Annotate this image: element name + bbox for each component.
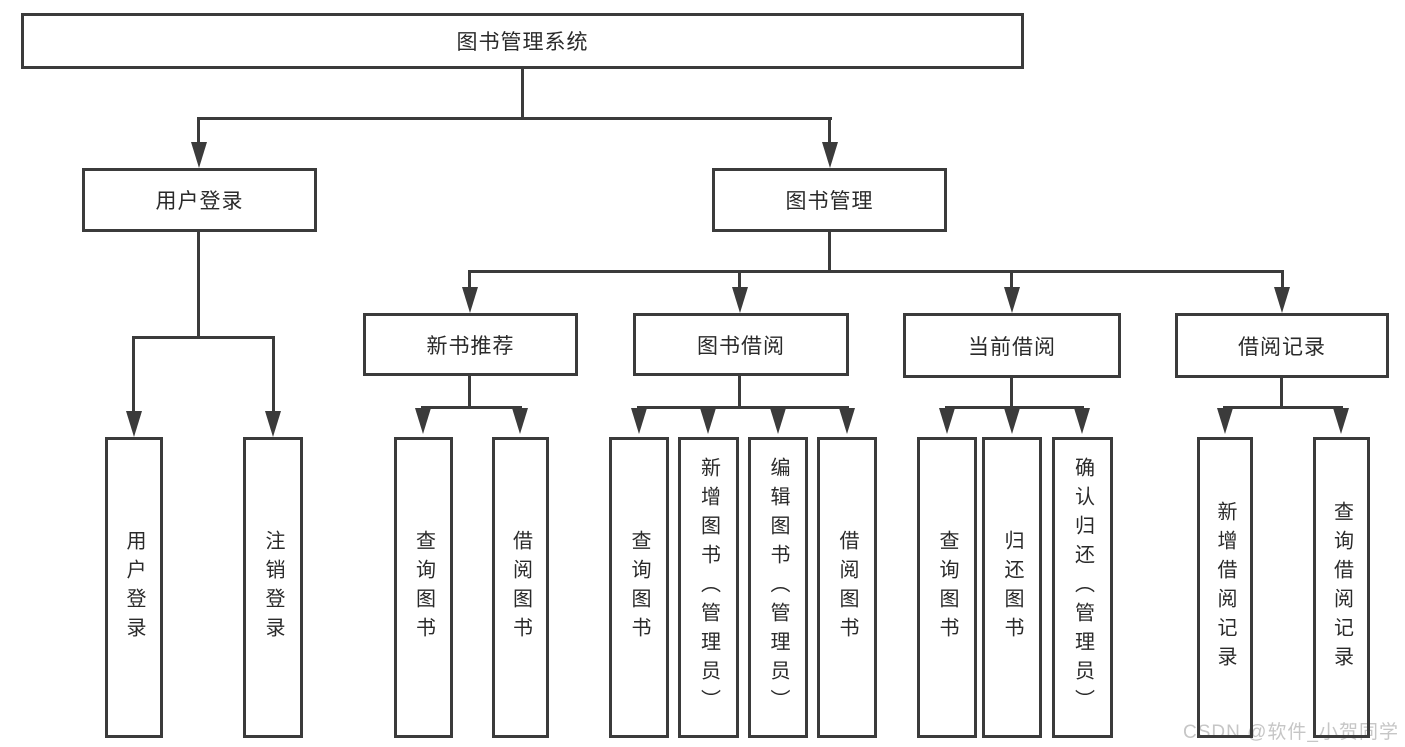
leaf-add-borrow-record-label: 新增借阅记录: [1214, 500, 1236, 675]
arrowhead-down-icon: [415, 408, 431, 434]
connector-l1-drop-right: [828, 117, 831, 144]
connector-l2-drop: [1010, 270, 1013, 289]
leaf-edit-book-admin: 编辑图书（管理员）: [748, 437, 808, 738]
leaf-edit-book-admin-label: 编辑图书（管理员）: [767, 457, 789, 718]
connector-g4-trunk: [1010, 378, 1013, 409]
connector-root-trunk: [521, 68, 524, 119]
leaf-borrow-book-rec-label: 借阅图书: [509, 529, 532, 646]
leaf-borrow-book-borrow-label: 借阅图书: [836, 529, 858, 646]
connector-g2-trunk: [468, 376, 471, 409]
connector-g1-drop: [272, 336, 275, 413]
arrowhead-down-icon: [732, 287, 748, 313]
node-borrow-records: 借阅记录: [1175, 313, 1389, 378]
connector-g2-bus: [421, 406, 522, 409]
arrowhead-down-icon: [1274, 287, 1290, 313]
node-book-mgmt-label: 图书管理: [785, 190, 874, 213]
arrowhead-down-icon: [700, 408, 716, 434]
node-user-login-label: 用户登录: [155, 190, 244, 213]
arrowhead-down-icon: [770, 408, 786, 434]
connector-bookmgmt-trunk: [828, 232, 831, 273]
connector-l1-drop-left: [197, 117, 200, 144]
connector-g1-drop: [132, 336, 135, 413]
leaf-confirm-return-admin-label: 确认归还（管理员）: [1071, 457, 1094, 718]
connector-l2-drop: [738, 270, 741, 289]
leaf-query-borrow-record-label: 查询借阅记录: [1330, 500, 1353, 675]
arrowhead-down-icon: [631, 408, 647, 434]
node-user-login: 用户登录: [82, 168, 317, 232]
leaf-add-book-admin: 新增图书（管理员）: [678, 437, 739, 738]
node-book-borrow: 图书借阅: [633, 313, 849, 376]
arrowhead-down-icon: [822, 142, 838, 168]
leaf-confirm-return-admin: 确认归还（管理员）: [1052, 437, 1113, 738]
leaf-borrow-book-borrow: 借阅图书: [817, 437, 877, 738]
node-new-book-rec: 新书推荐: [363, 313, 578, 376]
leaf-borrow-book-rec: 借阅图书: [492, 437, 549, 738]
node-new-book-rec-label: 新书推荐: [426, 334, 515, 358]
arrowhead-down-icon: [1004, 408, 1020, 434]
leaf-query-book-current: 查询图书: [917, 437, 977, 738]
node-current-borrow: 当前借阅: [903, 313, 1121, 378]
arrowhead-down-icon: [1074, 408, 1090, 434]
arrowhead-down-icon: [462, 287, 478, 313]
connector-g5-bus: [1223, 406, 1343, 409]
leaf-logout-label: 注销登录: [262, 529, 284, 646]
connector-userlogin-trunk: [197, 232, 200, 339]
arrowhead-down-icon: [939, 408, 955, 434]
leaf-query-book-borrow-label: 查询图书: [628, 529, 650, 646]
connector-g3-trunk: [738, 376, 741, 409]
node-book-borrow-label: 图书借阅: [697, 334, 785, 358]
node-root-label: 图书管理系统: [456, 31, 589, 54]
leaf-add-book-admin-label: 新增图书（管理员）: [697, 457, 720, 718]
leaf-query-borrow-record: 查询借阅记录: [1313, 437, 1370, 738]
leaf-return-book-label: 归还图书: [1001, 529, 1023, 646]
leaf-query-book-current-label: 查询图书: [936, 529, 958, 646]
connector-g4-bus: [945, 406, 1084, 409]
arrowhead-down-icon: [1333, 408, 1349, 434]
node-root: 图书管理系统: [21, 13, 1024, 69]
connector-l2-drop: [1281, 270, 1284, 289]
leaf-return-book: 归还图书: [982, 437, 1042, 738]
arrowhead-down-icon: [265, 411, 281, 437]
leaf-add-borrow-record: 新增借阅记录: [1197, 437, 1253, 738]
node-borrow-records-label: 借阅记录: [1238, 335, 1326, 359]
arrowhead-down-icon: [1217, 408, 1233, 434]
connector-l2-drop: [468, 270, 471, 289]
leaf-query-book-rec-label: 查询图书: [412, 529, 435, 646]
leaf-user-login-label: 用户登录: [123, 529, 145, 646]
connector-g3-bus: [637, 406, 849, 409]
connector-g1-bus: [132, 336, 275, 339]
node-book-mgmt: 图书管理: [712, 168, 947, 232]
arrowhead-down-icon: [1004, 287, 1020, 313]
connector-l1-bus: [197, 117, 832, 120]
arrowhead-down-icon: [191, 142, 207, 168]
leaf-logout: 注销登录: [243, 437, 303, 738]
leaf-query-book-borrow: 查询图书: [609, 437, 669, 738]
node-current-borrow-label: 当前借阅: [968, 335, 1056, 359]
arrowhead-down-icon: [126, 411, 142, 437]
connector-l2-bus: [468, 270, 1284, 273]
leaf-user-login: 用户登录: [105, 437, 163, 738]
connector-g5-trunk: [1280, 378, 1283, 409]
arrowhead-down-icon: [512, 408, 528, 434]
arrowhead-down-icon: [839, 408, 855, 434]
leaf-query-book-rec: 查询图书: [394, 437, 453, 738]
